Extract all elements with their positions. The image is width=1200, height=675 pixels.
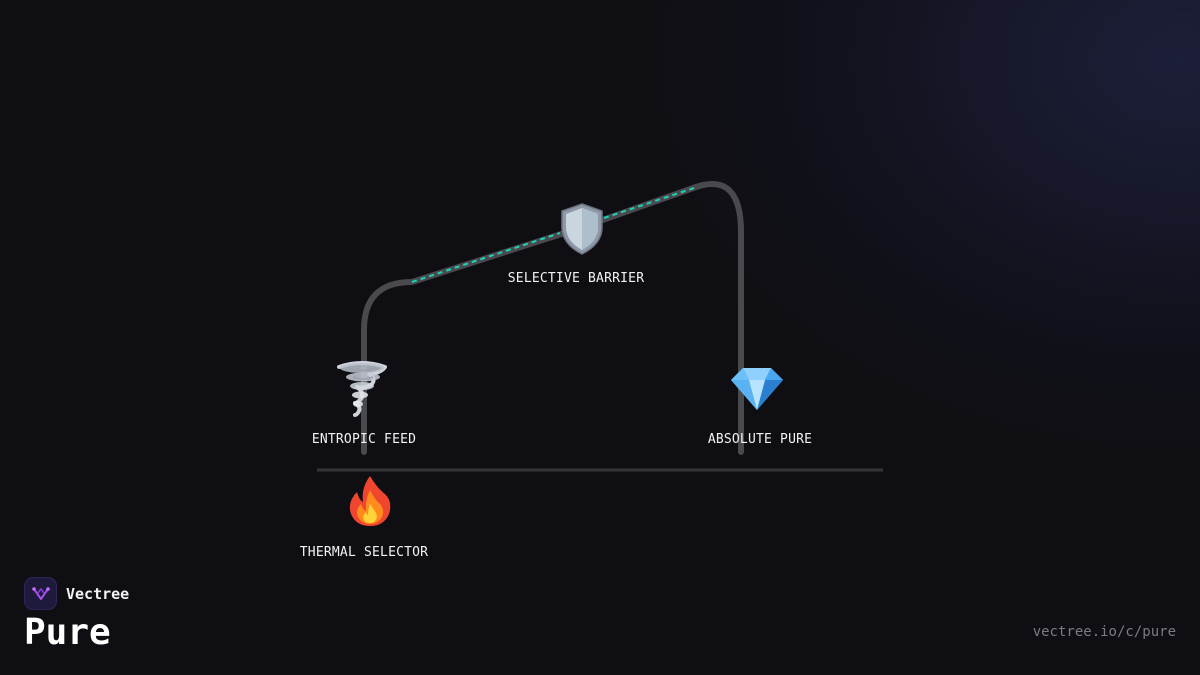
edge-barrier-to-pure (577, 181, 744, 455)
flow-indicator-left (411, 232, 561, 283)
node-label-thermal-selector: THERMAL SELECTOR (299, 545, 429, 560)
page-url[interactable]: vectree.io/c/pure (1032, 624, 1176, 640)
node-label-selective-barrier: SELECTIVE BARRIER (507, 271, 645, 286)
page-title: Pure (24, 612, 111, 653)
shield-icon[interactable] (552, 199, 612, 259)
fire-icon[interactable] (340, 471, 400, 531)
flow-indicator-right (603, 187, 695, 219)
node-label-entropic-feed: ENTROPIC FEED (311, 432, 417, 447)
brand-name: Vectree (66, 584, 130, 603)
vectree-logo-icon (24, 577, 57, 610)
node-label-absolute-pure: ABSOLUTE PURE (707, 432, 813, 447)
edge-feed-to-barrier (361, 225, 583, 455)
gem-icon[interactable] (727, 358, 787, 418)
brand[interactable]: Vectree (24, 577, 129, 610)
tornado-icon[interactable] (332, 358, 392, 418)
